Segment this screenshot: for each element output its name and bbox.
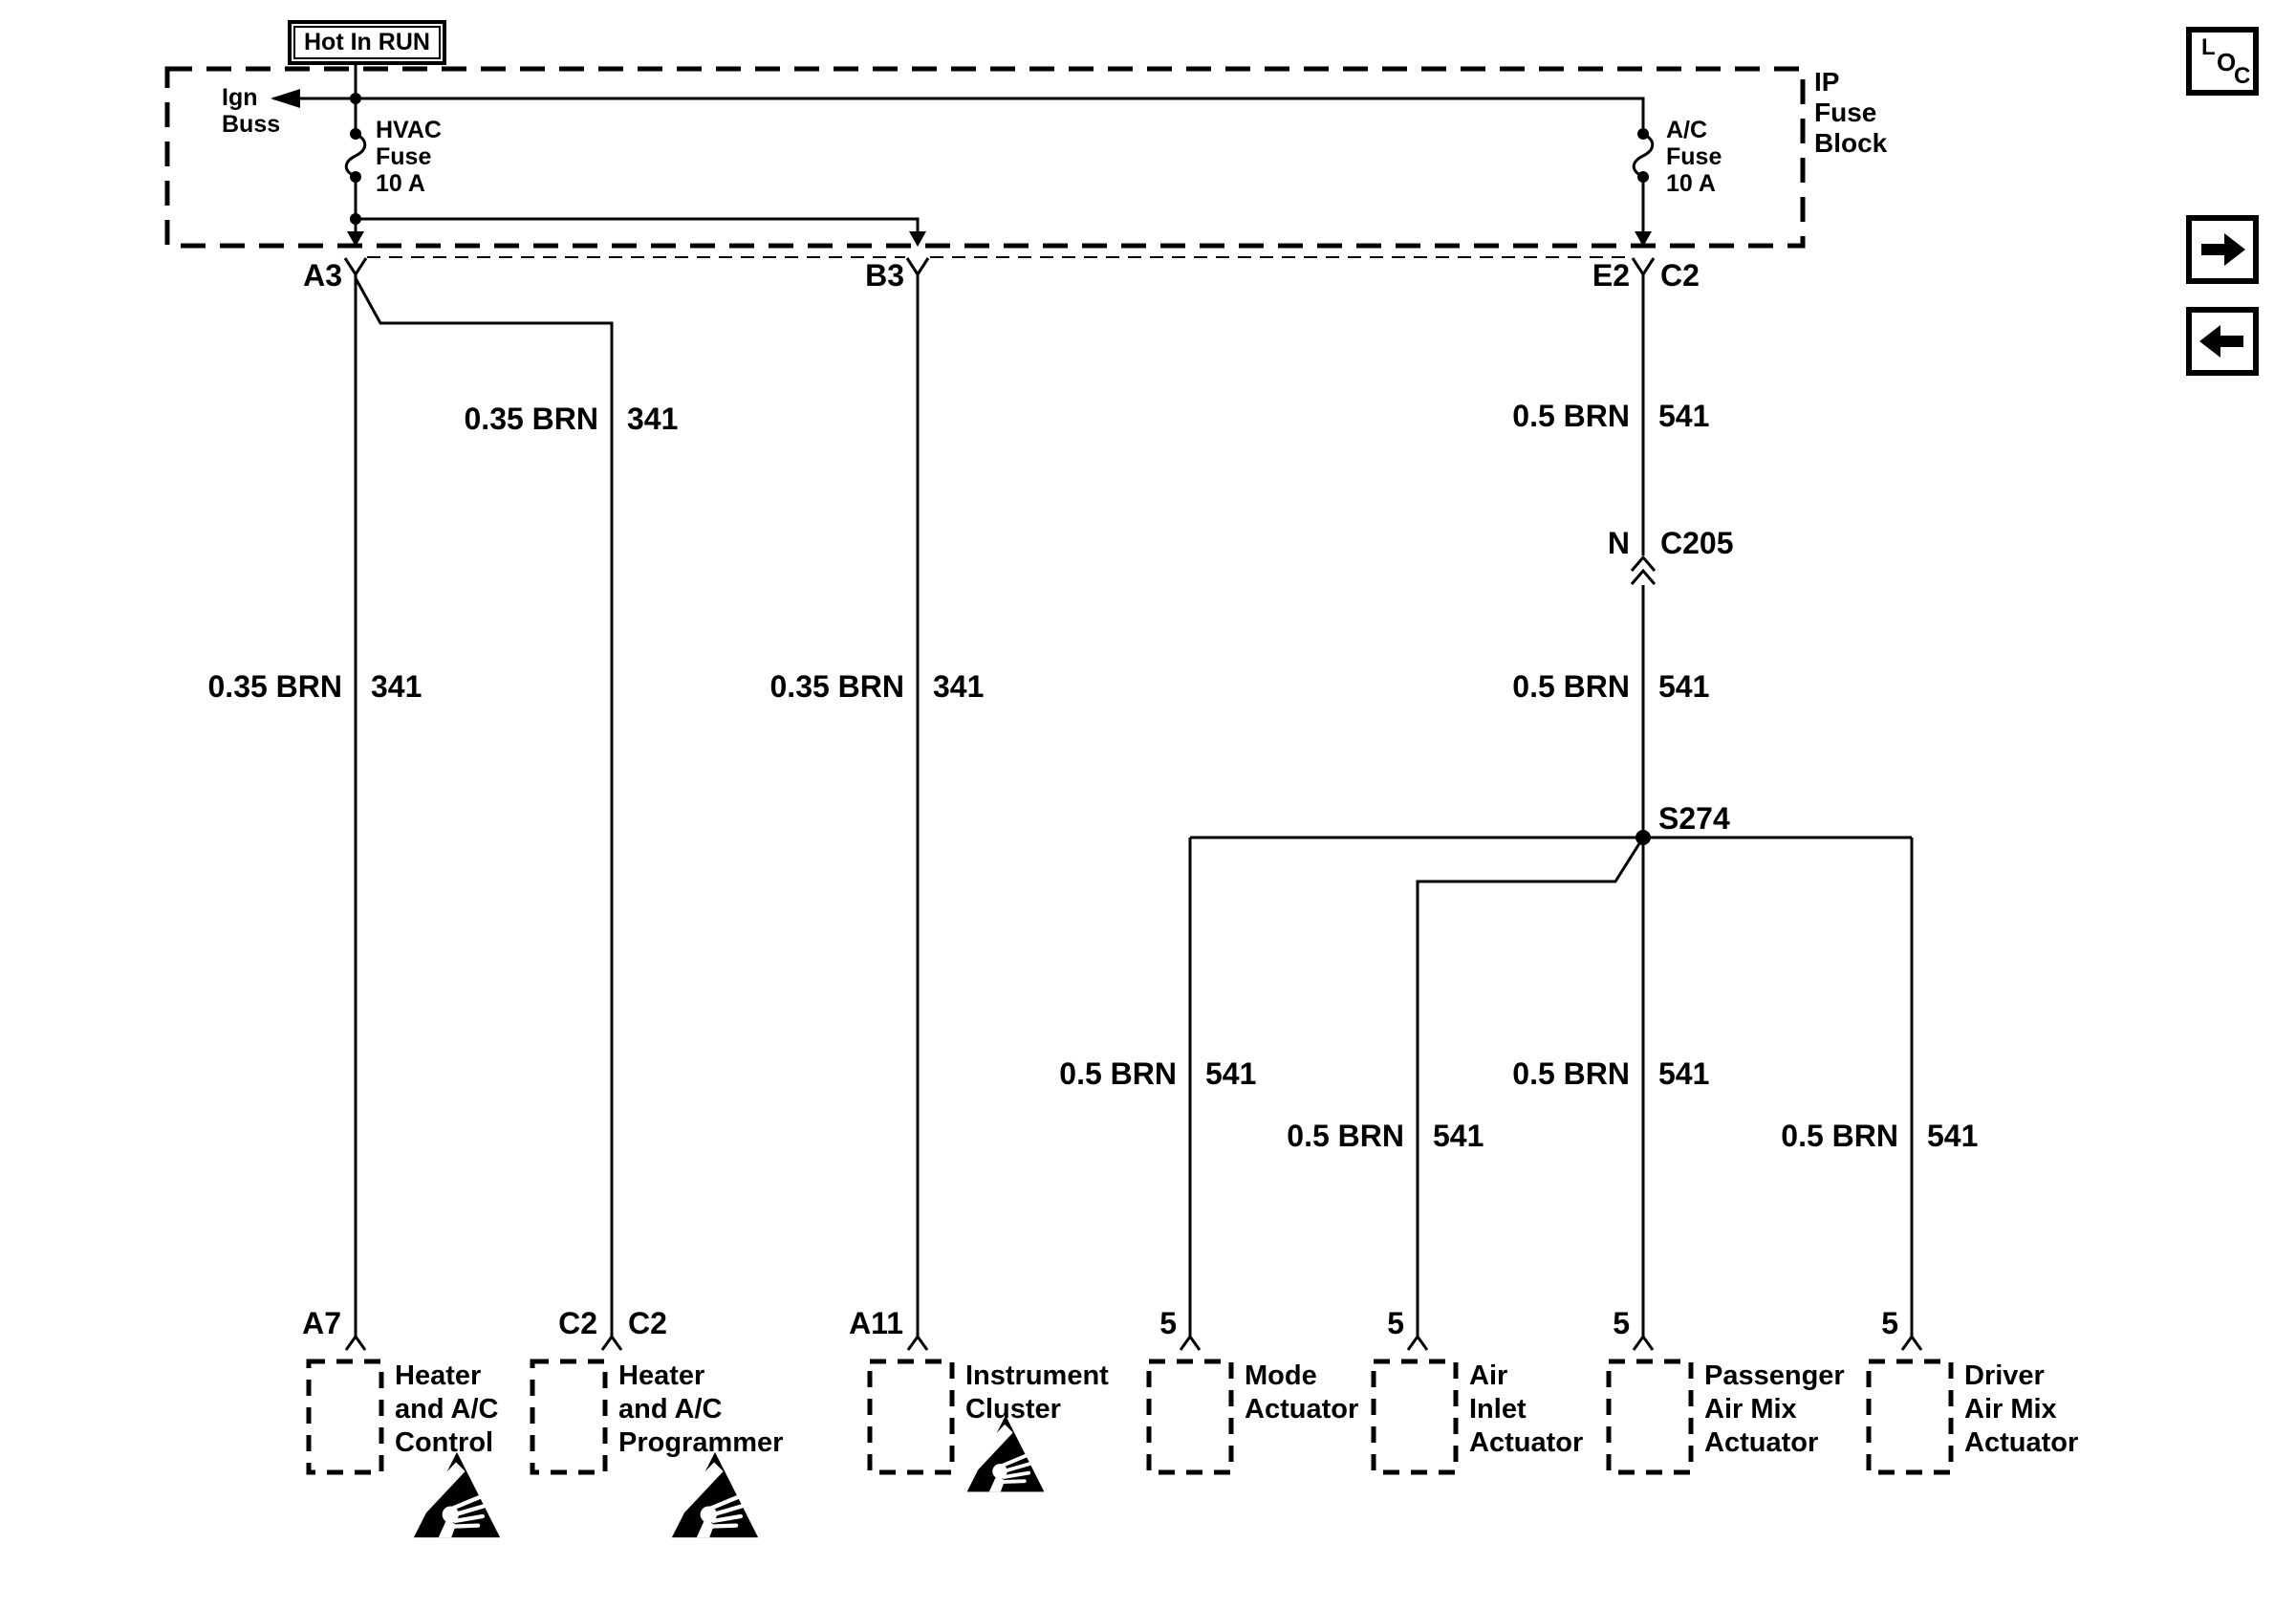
fuse-block-exit-arrows bbox=[347, 231, 1652, 247]
wire-circuit-label: 541 bbox=[1658, 669, 1710, 704]
ign-buss-arrow-icon bbox=[271, 89, 300, 108]
component-name-passenger-air-mix-actuator: Passenger Air Mix Actuator bbox=[1704, 1360, 1845, 1458]
fuse-block-title: Block bbox=[1814, 128, 1888, 158]
buss-label: Buss bbox=[222, 111, 281, 138]
component-name-mode-actuator: Mode Actuator bbox=[1245, 1360, 1359, 1425]
component-name-air-inlet-actuator: Air Inlet Actuator bbox=[1469, 1360, 1584, 1458]
wire-gauge-label: 0.35 BRN bbox=[464, 402, 599, 436]
c205-connector-symbol bbox=[1630, 555, 1657, 585]
power-feed-box: Hot In RUN bbox=[288, 20, 446, 65]
wire-circuit-label: 341 bbox=[933, 669, 985, 704]
ign-label: Ign bbox=[222, 84, 258, 111]
esd-warning-icon bbox=[670, 1452, 758, 1537]
comp-pin-label: 5 bbox=[1613, 1306, 1630, 1340]
wire-circuit-label: 541 bbox=[1927, 1119, 1979, 1153]
wire-gauge-label: 0.5 BRN bbox=[1512, 399, 1630, 433]
comp-pin-label: C2 bbox=[628, 1306, 667, 1340]
component-boxes bbox=[306, 1359, 1954, 1475]
ac-fuse-label: Fuse bbox=[1666, 143, 1722, 170]
previous-page-button[interactable] bbox=[2186, 307, 2259, 376]
ac-fuse-label: 10 A bbox=[1666, 170, 1716, 197]
connector-pin-label: N bbox=[1607, 526, 1630, 560]
pin-label-c2: C2 bbox=[1660, 258, 1700, 293]
arrow-right-icon bbox=[2201, 233, 2245, 266]
wire-gauge-label: 0.5 BRN bbox=[1512, 669, 1630, 704]
comp-pin-label: 5 bbox=[1387, 1306, 1404, 1340]
ip-fuse-block-outline bbox=[164, 66, 1806, 249]
loc-button[interactable]: L O C bbox=[2186, 27, 2259, 96]
wire-circuit-label: 541 bbox=[1205, 1056, 1257, 1091]
wire-circuit-label: 541 bbox=[1433, 1119, 1484, 1153]
fuse-block-title: IP bbox=[1814, 67, 1840, 97]
pin-label-b3: B3 bbox=[865, 258, 904, 293]
ac-fuse-label: A/C bbox=[1666, 117, 1708, 143]
comp-pin-label: 5 bbox=[1881, 1306, 1898, 1340]
wire-gauge-label: 0.5 BRN bbox=[1059, 1056, 1177, 1091]
comp-pin-label: 5 bbox=[1159, 1306, 1177, 1340]
next-page-button[interactable] bbox=[2186, 215, 2259, 284]
hvac-fuse-label: HVAC bbox=[376, 117, 442, 143]
wire-gauge-label: 0.35 BRN bbox=[769, 669, 905, 704]
wire-circuit-label: 541 bbox=[1658, 399, 1710, 433]
wire-circuit-label: 541 bbox=[1658, 1056, 1710, 1091]
wire-gauge-label: 0.35 BRN bbox=[207, 669, 343, 704]
pin-label-e2: E2 bbox=[1592, 258, 1630, 293]
loc-letter: L bbox=[2201, 34, 2216, 60]
wire-circuit-label: 341 bbox=[627, 402, 679, 436]
fuse-block-title: Fuse bbox=[1814, 98, 1877, 127]
wire-gauge-label: 0.5 BRN bbox=[1781, 1119, 1898, 1153]
comp-pin-label: A11 bbox=[849, 1306, 903, 1340]
component-name-instrument-cluster: Instrument Cluster bbox=[965, 1360, 1109, 1425]
wires bbox=[273, 61, 1914, 1337]
loc-letter: C bbox=[2234, 63, 2251, 89]
splice-id-label: S274 bbox=[1658, 801, 1730, 836]
splice-s274-dot bbox=[1635, 830, 1651, 845]
power-feed-label: Hot In RUN bbox=[304, 29, 430, 55]
hvac-fuse-label: Fuse bbox=[376, 143, 432, 170]
component-name-driver-air-mix-actuator: Driver Air Mix Actuator bbox=[1964, 1360, 2079, 1458]
connector-id-label: C205 bbox=[1660, 526, 1734, 560]
wire-gauge-label: 0.5 BRN bbox=[1287, 1119, 1404, 1153]
loc-letter: O bbox=[2217, 48, 2237, 76]
component-name-heater-ac-control: Heater and A/C Control bbox=[395, 1360, 499, 1458]
pin-label-a3: A3 bbox=[303, 258, 342, 293]
comp-pin-label: C2 bbox=[558, 1306, 597, 1340]
wire-gauge-label: 0.5 BRN bbox=[1512, 1056, 1630, 1091]
component-pin-symbols bbox=[344, 1334, 1923, 1351]
arrow-left-icon bbox=[2199, 325, 2243, 358]
comp-pin-label: A7 bbox=[302, 1306, 341, 1340]
junction-dots bbox=[350, 93, 1649, 225]
esd-warning-icon bbox=[412, 1452, 500, 1537]
component-name-heater-ac-programmer: Heater and A/C Programmer bbox=[618, 1360, 784, 1458]
wire-circuit-label: 341 bbox=[371, 669, 422, 704]
hvac-fuse-label: 10 A bbox=[376, 170, 425, 197]
esd-warning-icon bbox=[964, 1413, 1047, 1494]
connector-fork-symbols bbox=[343, 257, 1656, 277]
